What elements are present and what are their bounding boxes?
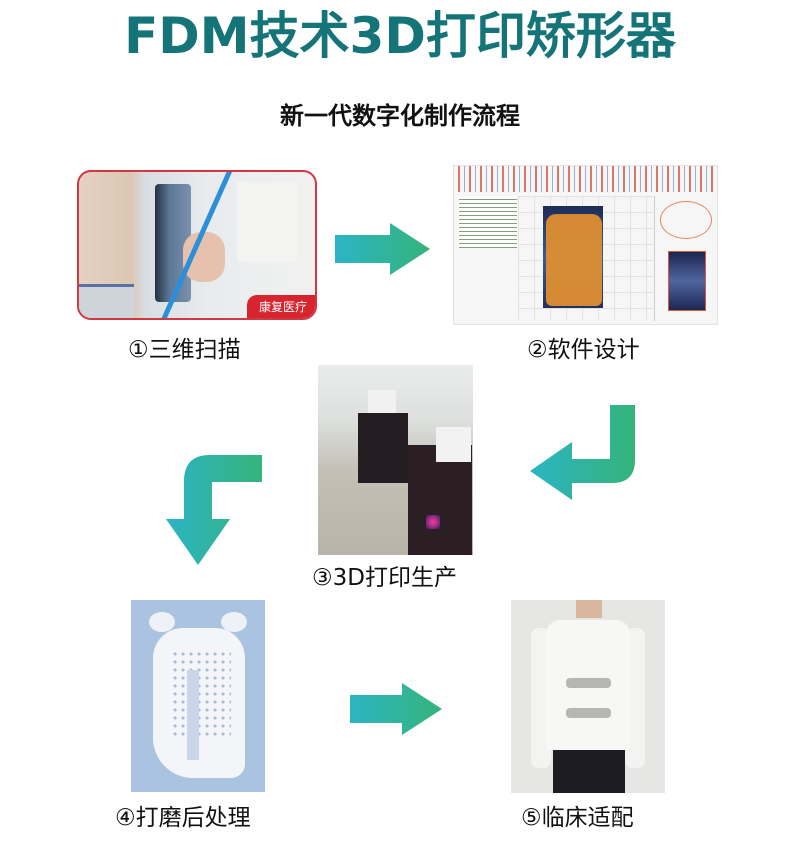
arrow-left-down-icon <box>166 455 262 565</box>
step-4-label: ④打磨后处理 <box>115 805 251 831</box>
software-toolbar <box>454 166 717 192</box>
brace-strap <box>566 678 611 688</box>
scanner-panel <box>237 182 297 262</box>
software-side-pane <box>654 196 717 321</box>
arrow-right-icon <box>335 223 430 275</box>
brand-badge: 康复医疗 <box>246 295 315 318</box>
step-2-label: ②软件设计 <box>527 337 640 363</box>
brace-strap <box>566 708 611 718</box>
patient-arm <box>625 628 645 768</box>
patient-waist <box>79 284 134 318</box>
step-5-label: ⑤临床适配 <box>521 805 634 831</box>
brace-vent-holes <box>171 650 231 740</box>
arrow-down-left-icon <box>530 405 635 500</box>
step-1-label: ①三维扫描 <box>128 337 241 363</box>
page-subtitle: 新一代数字化制作流程 <box>280 102 520 130</box>
spine-xray <box>668 251 706 311</box>
clinical-fitting-photo <box>511 600 665 793</box>
brace-shoulder <box>221 612 247 632</box>
cross-section-outline <box>660 201 712 239</box>
brace-shoulder <box>149 612 175 632</box>
software-tree-panel <box>459 196 517 248</box>
step-3-label: ③3D打印生产 <box>312 565 457 591</box>
arrow-right-icon <box>350 683 442 735</box>
3d-scanning-photo: 康复医疗 <box>77 170 317 320</box>
brace-model <box>546 214 602 306</box>
3d-printer-factory-photo <box>318 365 473 555</box>
3d-printer <box>358 413 408 483</box>
patient-neck <box>576 600 602 618</box>
brace-design-software-screenshot <box>453 165 718 325</box>
finished-brace-photo <box>131 600 265 792</box>
page-title: FDM技术3D打印矫形器 <box>124 7 676 65</box>
printer-light <box>426 515 440 529</box>
printed-part <box>436 427 471 462</box>
brace-opening <box>187 670 199 760</box>
3d-printer <box>408 445 472 555</box>
patient-pants <box>553 750 625 793</box>
